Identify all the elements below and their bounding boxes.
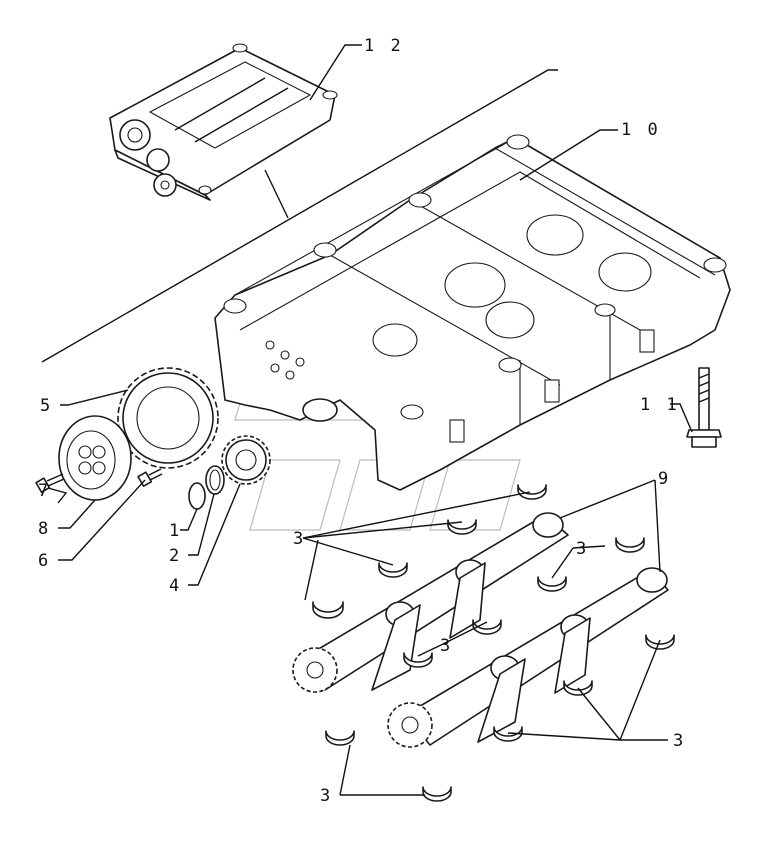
balancer-shaft-lower <box>387 567 669 748</box>
callout-9: 9 <box>658 469 671 489</box>
balancer-shaft-upper <box>292 512 569 693</box>
driven-gear <box>117 367 219 469</box>
callout-6: 6 <box>38 551 51 571</box>
callout-8: 8 <box>38 519 51 539</box>
callout-3-upper-right: 3 <box>576 539 589 559</box>
screw-7 <box>35 473 65 493</box>
callout-3-upper-left: 3 <box>293 529 306 549</box>
screw-6 <box>137 468 163 487</box>
callout-1: 1 <box>169 521 182 541</box>
balancer-housing <box>214 134 731 491</box>
callout-5: 5 <box>40 396 53 416</box>
callout-12: 1 2 <box>364 36 404 56</box>
ring-1 <box>188 482 206 510</box>
ring-2 <box>205 465 225 495</box>
inset-separator-line <box>41 69 558 363</box>
callout-7: 7 <box>38 481 51 501</box>
callout-3-lower-right: 3 <box>673 731 686 751</box>
pulley-cover <box>58 415 132 501</box>
callout-4: 4 <box>169 576 182 596</box>
callout-11: 1 1 <box>640 395 680 415</box>
callout-2: 2 <box>169 546 182 566</box>
drive-gear <box>221 435 271 485</box>
balancer-assembly-small <box>109 43 338 219</box>
callout-3-lower-left: 3 <box>320 786 333 806</box>
leader-lines <box>47 44 693 796</box>
housing-bolt <box>686 367 722 448</box>
callout-10: 1 0 <box>621 120 661 140</box>
callout-3-middle: 3 <box>440 636 453 656</box>
